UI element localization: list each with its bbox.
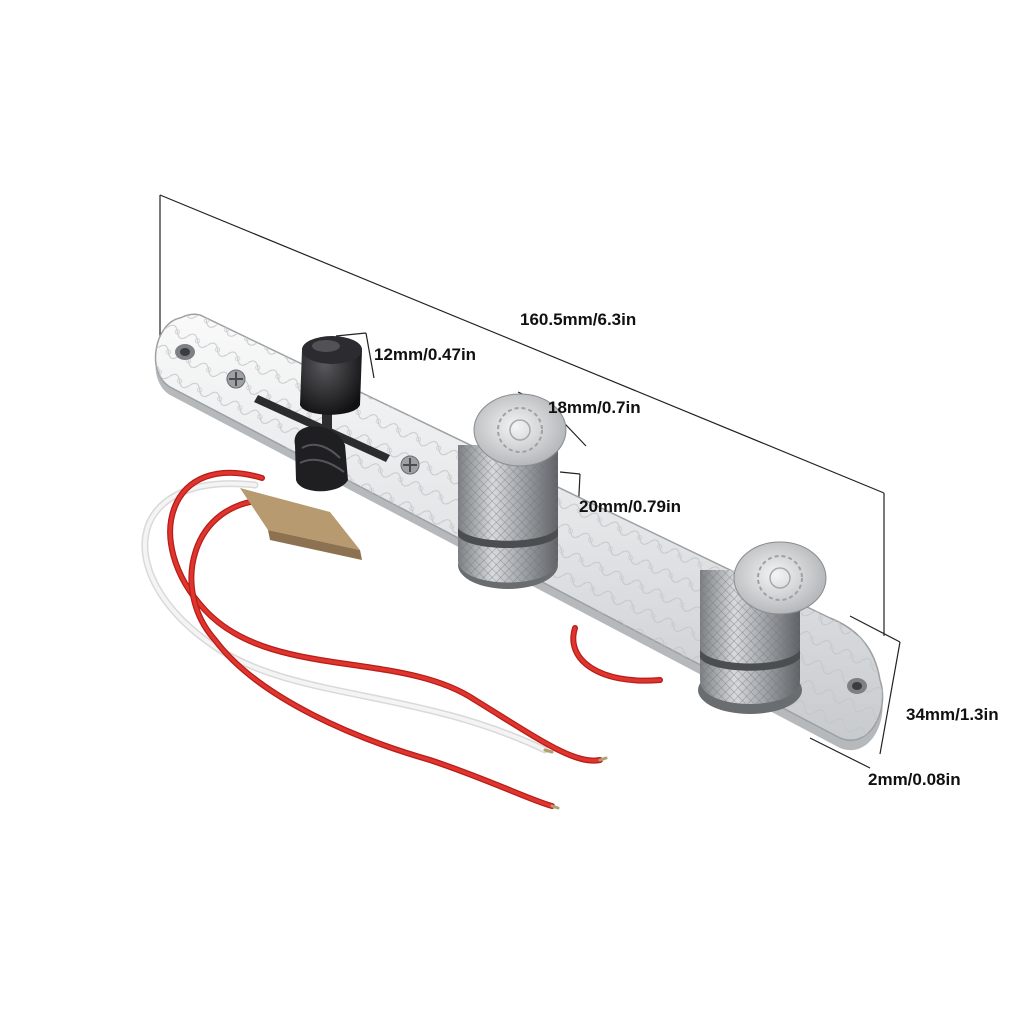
knob-height-dimension-label: 20mm/0.79in xyxy=(579,497,682,516)
tone-knob xyxy=(698,541,827,714)
volume-knob xyxy=(458,393,567,589)
length-dimension-label: 160.5mm/6.3in xyxy=(520,310,637,329)
wires xyxy=(141,469,663,810)
switch-tip-dimension-label: 12mm/0.47in xyxy=(374,345,477,364)
switch-body xyxy=(240,488,362,560)
switch-tip xyxy=(294,336,362,492)
plate-thickness-dimension-label: 2mm/0.08in xyxy=(868,770,961,789)
plate-width-dimension-label: 34mm/1.3in xyxy=(906,705,999,724)
knob-diameter-dimension-label: 18mm/0.7in xyxy=(548,398,641,417)
